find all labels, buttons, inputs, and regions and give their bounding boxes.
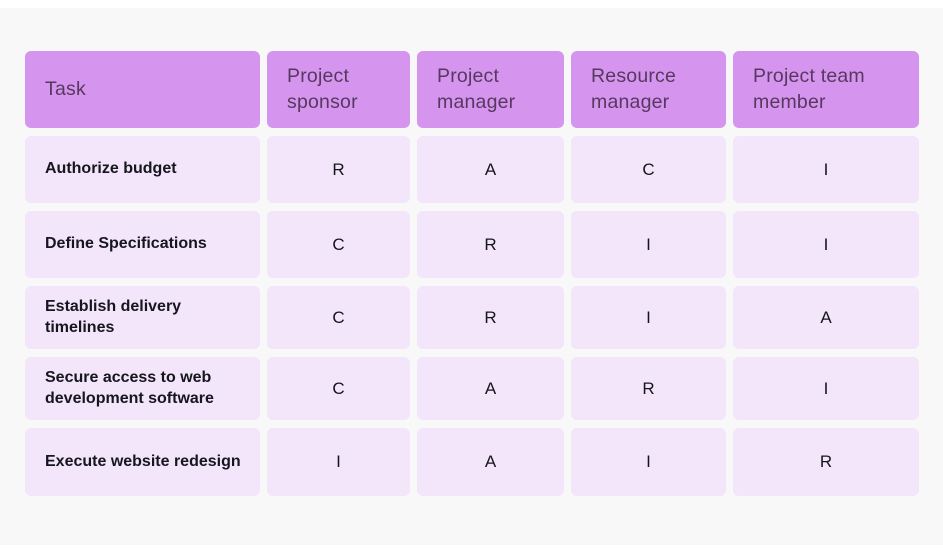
raci-cell-r2-c0: C: [267, 286, 410, 349]
raci-cell-r3-c2: R: [571, 357, 726, 420]
raci-cell-r2-c2: I: [571, 286, 726, 349]
raci-cell-r0-c0: R: [267, 136, 410, 203]
raci-cell-r4-c2: I: [571, 428, 726, 496]
column-header-resource-manager: Resource manager: [571, 51, 726, 128]
column-header-project-sponsor: Project sponsor: [267, 51, 410, 128]
raci-cell-r4-c3: R: [733, 428, 919, 496]
raci-cell-r1-c2: I: [571, 211, 726, 278]
raci-cell-r1-c0: C: [267, 211, 410, 278]
raci-cell-r3-c3: I: [733, 357, 919, 420]
raci-cell-r0-c1: A: [417, 136, 564, 203]
task-cell-r4: Execute website redesign: [25, 428, 260, 496]
column-header-project-manager: Project manager: [417, 51, 564, 128]
raci-cell-r1-c1: R: [417, 211, 564, 278]
task-cell-r0: Authorize budget: [25, 136, 260, 203]
task-cell-r2: Establish delivery timelines: [25, 286, 260, 349]
raci-cell-r4-c0: I: [267, 428, 410, 496]
raci-cell-r4-c1: A: [417, 428, 564, 496]
column-header-project-team-member: Project team member: [733, 51, 919, 128]
raci-cell-r2-c3: A: [733, 286, 919, 349]
raci-cell-r0-c2: C: [571, 136, 726, 203]
raci-cell-r3-c0: C: [267, 357, 410, 420]
task-cell-r3: Secure access to web development softwar…: [25, 357, 260, 420]
raci-table: Task Project sponsor Project manager Res…: [25, 51, 919, 496]
raci-cell-r3-c1: A: [417, 357, 564, 420]
raci-cell-r2-c1: R: [417, 286, 564, 349]
task-cell-r1: Define Specifications: [25, 211, 260, 278]
raci-cell-r1-c3: I: [733, 211, 919, 278]
page-background: Task Project sponsor Project manager Res…: [0, 8, 943, 545]
column-header-task: Task: [25, 51, 260, 128]
raci-cell-r0-c3: I: [733, 136, 919, 203]
